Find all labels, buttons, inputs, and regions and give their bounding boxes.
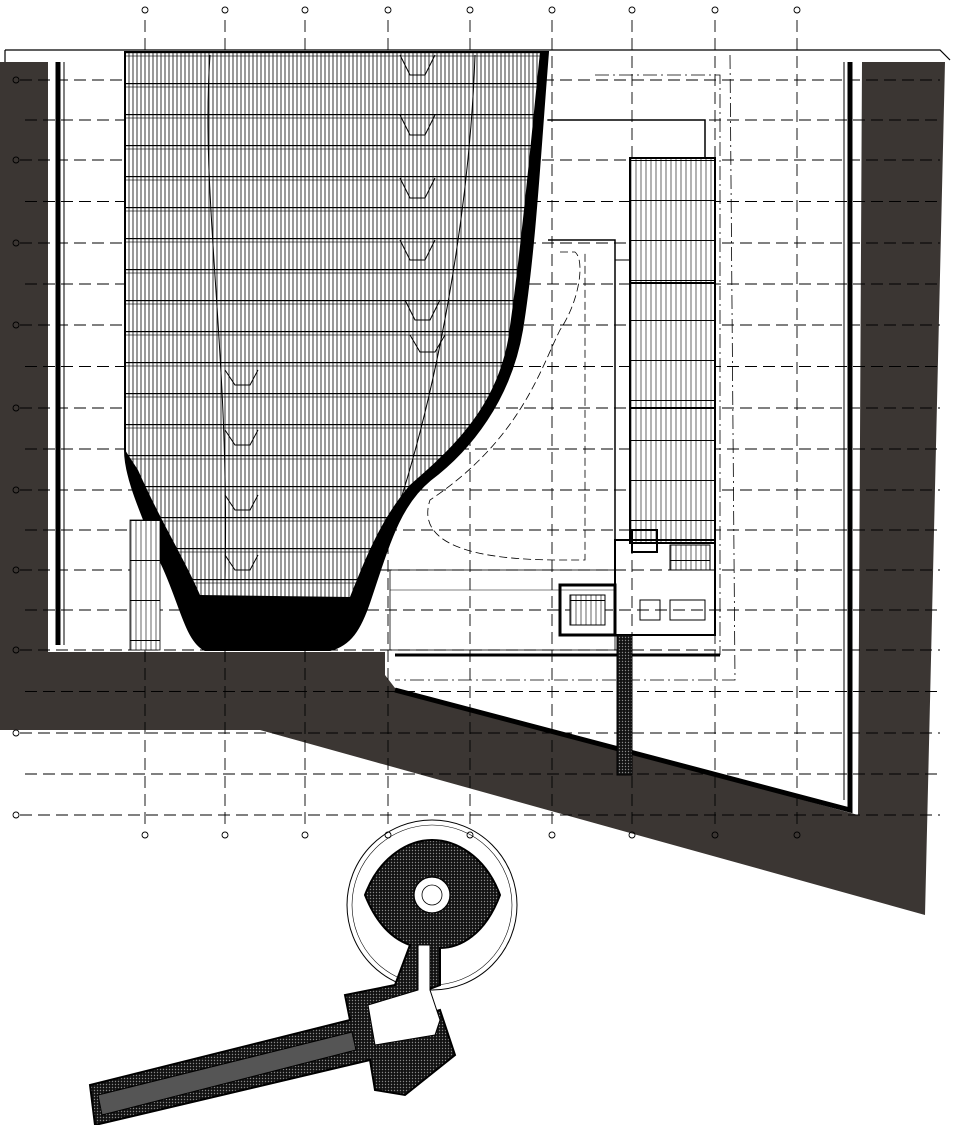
grid-bubble	[711, 831, 719, 839]
footbridge	[616, 634, 633, 776]
side-seating	[129, 519, 161, 651]
grid-bubble	[466, 831, 474, 839]
grid-bubble	[628, 6, 636, 14]
grid-bubble	[12, 646, 20, 654]
grid-bubble	[12, 486, 20, 494]
office-wing	[615, 157, 716, 544]
wall-lining	[55, 62, 853, 814]
grid-bubble	[384, 6, 392, 14]
grid-bubble	[548, 6, 556, 14]
grid-bubble	[466, 6, 474, 14]
grid-bubble	[548, 831, 556, 839]
grid-bubble	[301, 6, 309, 14]
seating-steps	[207, 54, 476, 581]
earth-wall	[0, 62, 945, 915]
grid-bubble	[12, 404, 20, 412]
auditorium-roof	[124, 51, 550, 651]
grid-bubble	[221, 6, 229, 14]
grid-bubble	[301, 831, 309, 839]
roof-edge-line	[4, 49, 951, 62]
tower	[88, 819, 518, 1125]
grid-bubble	[12, 239, 20, 247]
grid-bubble	[12, 729, 20, 737]
grid-bubble	[141, 831, 149, 839]
grid-bubble	[141, 6, 149, 14]
grid-bubble	[12, 156, 20, 164]
grid-bubble	[221, 831, 229, 839]
grid-bubble	[12, 811, 20, 819]
grid-bubble	[12, 76, 20, 84]
service-core	[558, 529, 716, 637]
grid-bubble	[12, 321, 20, 329]
grid-bubble	[711, 6, 719, 14]
grid-bubble	[12, 566, 20, 574]
grid-bubble	[793, 6, 801, 14]
grid-bubble	[793, 831, 801, 839]
grid-bubble	[628, 831, 636, 839]
lobby	[389, 54, 736, 681]
